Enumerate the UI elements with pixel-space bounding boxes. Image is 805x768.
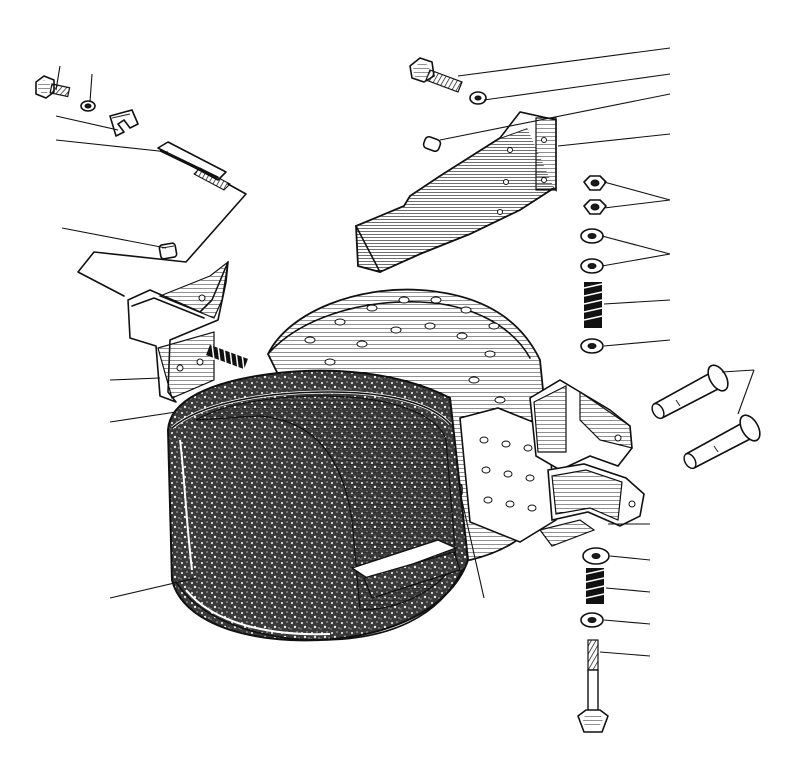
band-bracket-right: [529, 379, 645, 547]
nut-1: [583, 175, 607, 191]
washer-3: [580, 338, 604, 354]
spring-lower: [585, 568, 605, 604]
brake-band-outer: [166, 369, 470, 642]
long-bolt: [577, 639, 609, 733]
spring-washer-top-right: [469, 91, 487, 105]
nut-2: [583, 199, 607, 215]
actuator-lever: [355, 111, 557, 273]
spring-left: [206, 343, 248, 371]
callout-leaders: [55, 47, 755, 657]
set-screw: [158, 242, 178, 260]
bolt-top-left: [35, 75, 71, 99]
bolt-top-right: [409, 57, 463, 93]
washer-lower: [582, 547, 610, 565]
washer-1: [580, 228, 604, 244]
washer-lower-2: [580, 612, 604, 628]
washer-2: [580, 258, 604, 274]
pin: [422, 135, 442, 153]
lock-plate: [109, 109, 139, 137]
pivot-pin-1: [651, 364, 729, 420]
spring-washer-top-left: [80, 100, 96, 112]
bracket-left: [127, 260, 229, 403]
pivot-pin-2: [683, 414, 761, 470]
adjusting-screw: [157, 141, 231, 191]
spring-right: [583, 282, 603, 328]
